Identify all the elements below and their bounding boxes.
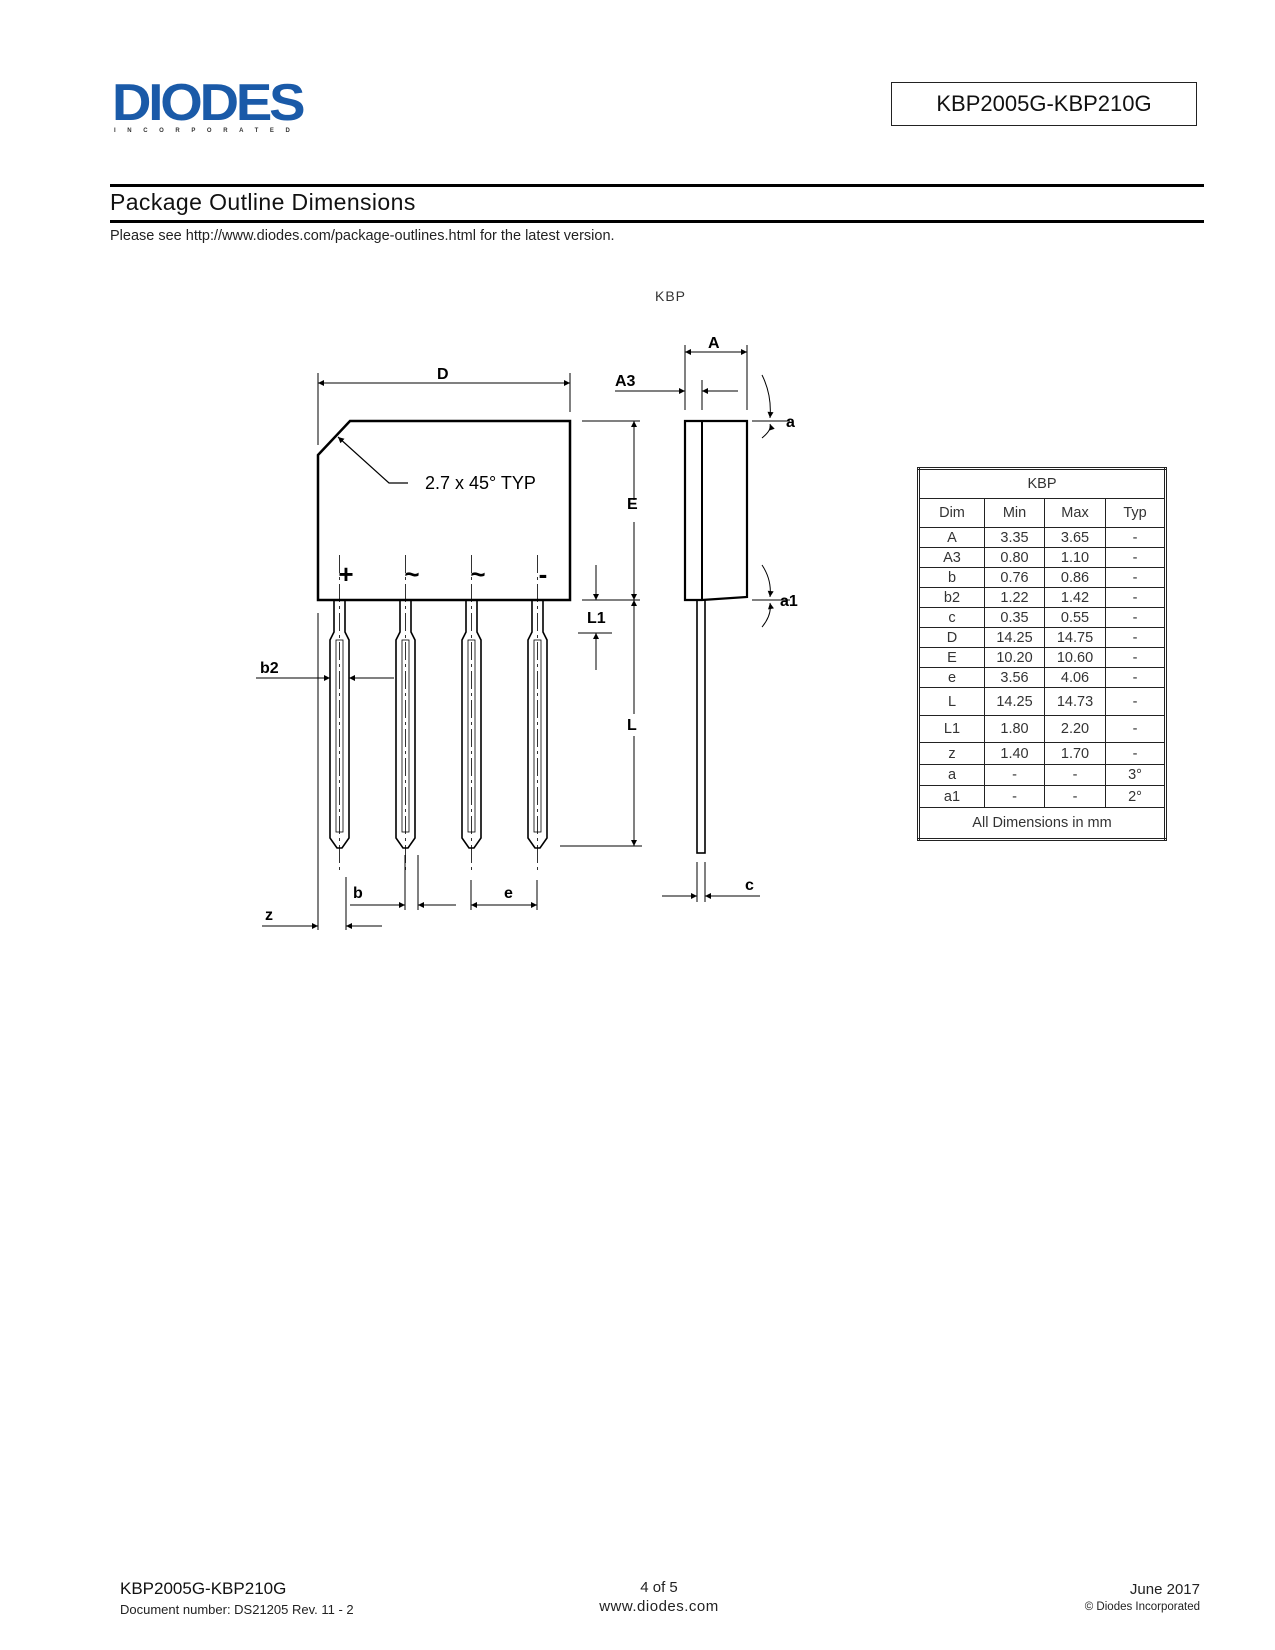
footer-part-number: KBP2005G-KBP210G (120, 1579, 287, 1598)
dim-label-b2: b2 (260, 660, 279, 677)
pin-mark-ac1: ~ (404, 559, 419, 589)
dim-label-c: c (745, 877, 754, 894)
side-view-body (683, 419, 749, 602)
page-title: Package Outline Dimensions (110, 189, 416, 215)
footer-date: June 2017 (1129, 1581, 1200, 1598)
dim-label-a1: a1 (780, 593, 798, 610)
pin-mark-ac2: ~ (470, 559, 485, 589)
bottom-rule (110, 220, 1204, 223)
dim-label-b: b (353, 885, 363, 902)
dim-label-a: a (786, 414, 795, 431)
logo-subtext: INCORPORATED (114, 128, 302, 134)
col-header-min: Min (984, 498, 1045, 528)
dim-label-A3: A3 (615, 373, 636, 390)
pin-mark-positive: + (338, 559, 353, 589)
dim-label-D: D (437, 366, 449, 383)
side-view-lead (696, 599, 706, 854)
chamfer-note: 2.7 x 45° TYP (425, 473, 536, 493)
part-number: KBP2005G-KBP210G (936, 91, 1152, 116)
dim-label-E: E (627, 496, 638, 513)
dim-label-A: A (708, 335, 720, 352)
table-footer: All Dimensions in mm (918, 807, 1166, 840)
table-row: a--3° (918, 764, 1166, 786)
dim-label-z: z (265, 907, 273, 924)
logo-wordmark: DIODES (112, 74, 306, 132)
col-header-max: Max (1044, 498, 1106, 528)
top-rule (110, 184, 1204, 187)
footer-copyright: © Diodes Incorporated (1084, 1601, 1200, 1613)
col-header-typ: Typ (1105, 498, 1166, 528)
diodes-logo: DIODES INCORPORATED (112, 74, 342, 140)
package-label: KBP (655, 288, 687, 304)
dim-label-e: e (504, 885, 513, 902)
package-body (316, 419, 572, 602)
pin-mark-negative: - (539, 559, 548, 589)
col-header-dim: Dim (918, 498, 985, 528)
dim-label-L1: L1 (587, 610, 606, 627)
footer-document-number: Document number: DS21205 Rev. 11 - 2 (120, 1602, 354, 1617)
table-title: KBP (918, 468, 1166, 499)
footer-page-number: 4 of 5 (640, 1579, 678, 1596)
outline-note: Please see http://www.diodes.com/package… (110, 228, 615, 244)
footer-website-link[interactable]: www.diodes.com (599, 1598, 719, 1615)
table-row: a1--2° (918, 785, 1166, 808)
dim-label-L: L (627, 717, 637, 734)
part-number-box: KBP2005G-KBP210G (891, 82, 1197, 126)
